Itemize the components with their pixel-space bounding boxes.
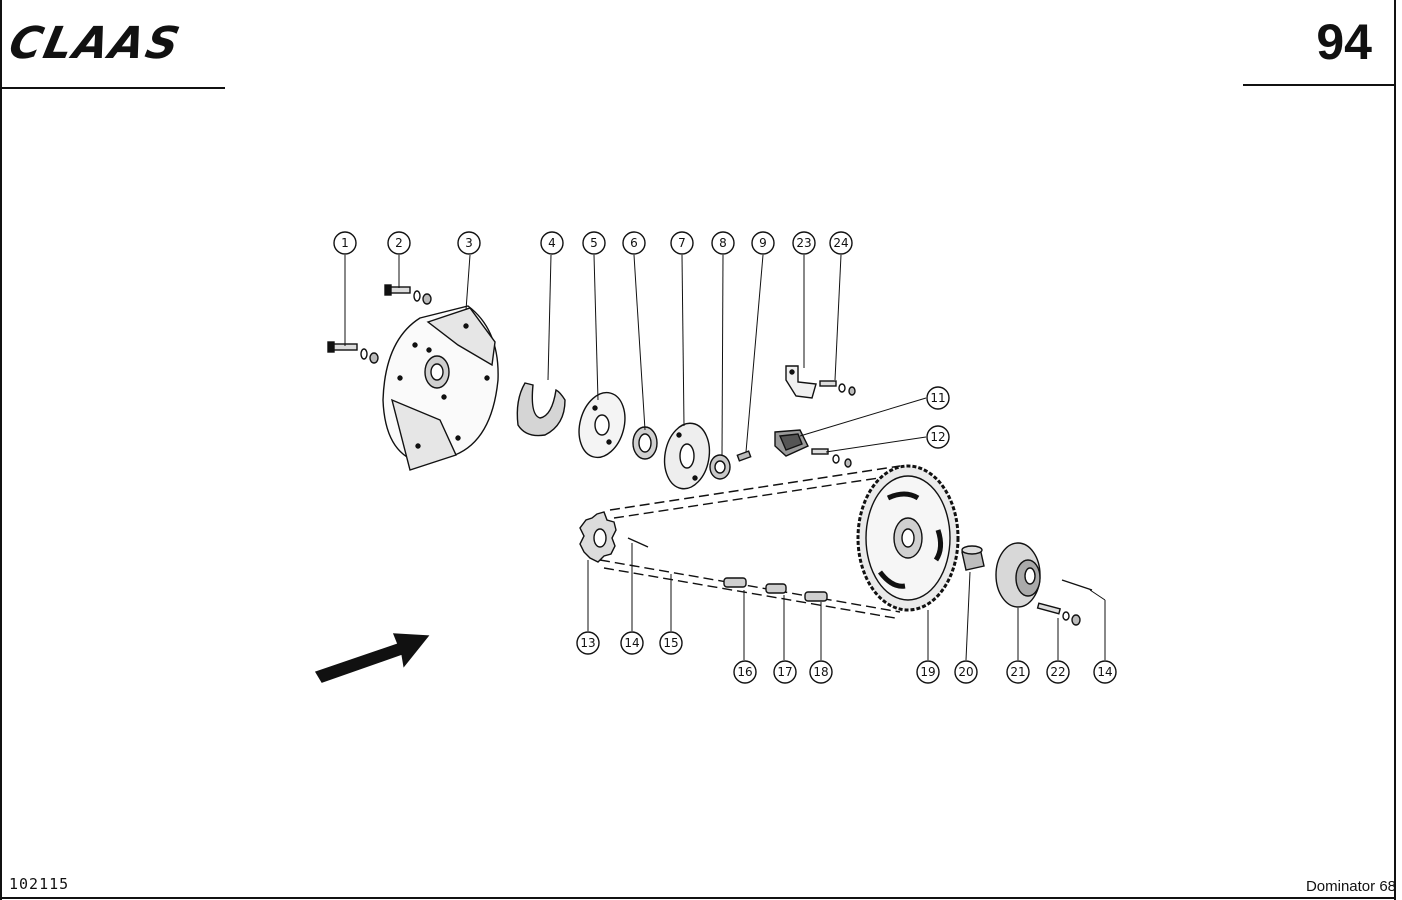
callout-number: 23 xyxy=(796,236,811,250)
part-bushing-20 xyxy=(961,545,985,571)
callout-number: 17 xyxy=(777,665,792,679)
part-pin-14b xyxy=(1061,579,1093,591)
part-bolt-1 xyxy=(327,341,379,364)
callout-circle xyxy=(954,660,978,684)
callout-circle xyxy=(457,231,481,255)
callout-number: 18 xyxy=(813,665,828,679)
part-bracket-23 xyxy=(785,365,817,399)
part-chain-link-16 xyxy=(723,577,747,588)
callout-circle xyxy=(733,660,757,684)
part-tensioner-11 xyxy=(774,429,809,457)
part-bearing-6 xyxy=(632,426,658,460)
callout-number: 16 xyxy=(737,665,752,679)
callout-circle xyxy=(829,231,853,255)
callout-number: 20 xyxy=(958,665,973,679)
callout-number: 14 xyxy=(624,636,639,650)
callout-circle xyxy=(751,231,775,255)
part-chain-link-17 xyxy=(765,583,787,594)
part-grease-nipple-9 xyxy=(736,450,752,462)
header-rule-left xyxy=(0,87,225,89)
part-chain-link-18 xyxy=(804,591,828,602)
part-hub-21 xyxy=(995,542,1041,608)
callout-circle xyxy=(1046,660,1070,684)
header-rule-right xyxy=(1243,84,1396,86)
callout-circle xyxy=(1006,660,1030,684)
callout-number: 11 xyxy=(930,391,945,405)
document-code: 102115 xyxy=(9,875,70,893)
callout-circle xyxy=(773,660,797,684)
part-chain-15 xyxy=(599,465,906,619)
callout-number: 15 xyxy=(663,636,678,650)
callout-circle xyxy=(622,231,646,255)
part-bolt-24 xyxy=(819,380,856,396)
part-pin-14a xyxy=(627,537,649,548)
leader-lines xyxy=(344,254,1106,661)
part-flange-7 xyxy=(663,422,711,490)
part-bolt-2 xyxy=(384,284,432,305)
callout-circle xyxy=(809,660,833,684)
callout-circle xyxy=(926,386,950,410)
callout-circle xyxy=(792,231,816,255)
callout-number: 6 xyxy=(630,236,638,250)
page-number: 94 xyxy=(1316,14,1372,70)
callout-circle xyxy=(333,231,357,255)
callout-number: 13 xyxy=(580,636,595,650)
bottom-border xyxy=(0,897,1396,899)
callout-number: 21 xyxy=(1010,665,1025,679)
callout-number: 22 xyxy=(1050,665,1065,679)
callout-circle xyxy=(670,231,694,255)
callout-number: 19 xyxy=(920,665,935,679)
callout-circle xyxy=(387,231,411,255)
callout-number: 9 xyxy=(759,236,767,250)
callout-circle xyxy=(916,660,940,684)
callout-circle xyxy=(582,231,606,255)
part-bearing-8 xyxy=(709,454,731,480)
callout-number: 5 xyxy=(590,236,598,250)
callout-number: 4 xyxy=(548,236,556,250)
part-disc-5 xyxy=(578,391,626,459)
callout-circle xyxy=(576,631,600,655)
part-half-ring xyxy=(516,382,566,437)
callout-number: 12 xyxy=(930,430,945,444)
part-bolt-22 xyxy=(1036,602,1081,626)
part-small-sprocket-13 xyxy=(579,511,617,563)
callout-number: 7 xyxy=(678,236,686,250)
part-large-sprocket-19 xyxy=(856,464,960,612)
callout-number: 14 xyxy=(1097,665,1112,679)
callout-circle xyxy=(1093,660,1117,684)
callout-circle xyxy=(620,631,644,655)
callout-number: 24 xyxy=(833,236,848,250)
callout-number: 8 xyxy=(719,236,727,250)
direction-arrow-icon xyxy=(314,633,430,683)
right-border xyxy=(1394,0,1396,900)
machine-model: Dominator 68 xyxy=(1305,878,1396,895)
left-border xyxy=(0,0,2,900)
part-bolt-12 xyxy=(811,448,852,468)
callout-number: 3 xyxy=(465,236,473,250)
callout-circle xyxy=(540,231,564,255)
callout-number: 2 xyxy=(395,236,403,250)
callout-number: 1 xyxy=(341,236,349,250)
callout-circle xyxy=(659,631,683,655)
callout-circle xyxy=(926,425,950,449)
part-cover-plate xyxy=(382,305,499,471)
callout-circle xyxy=(711,231,735,255)
